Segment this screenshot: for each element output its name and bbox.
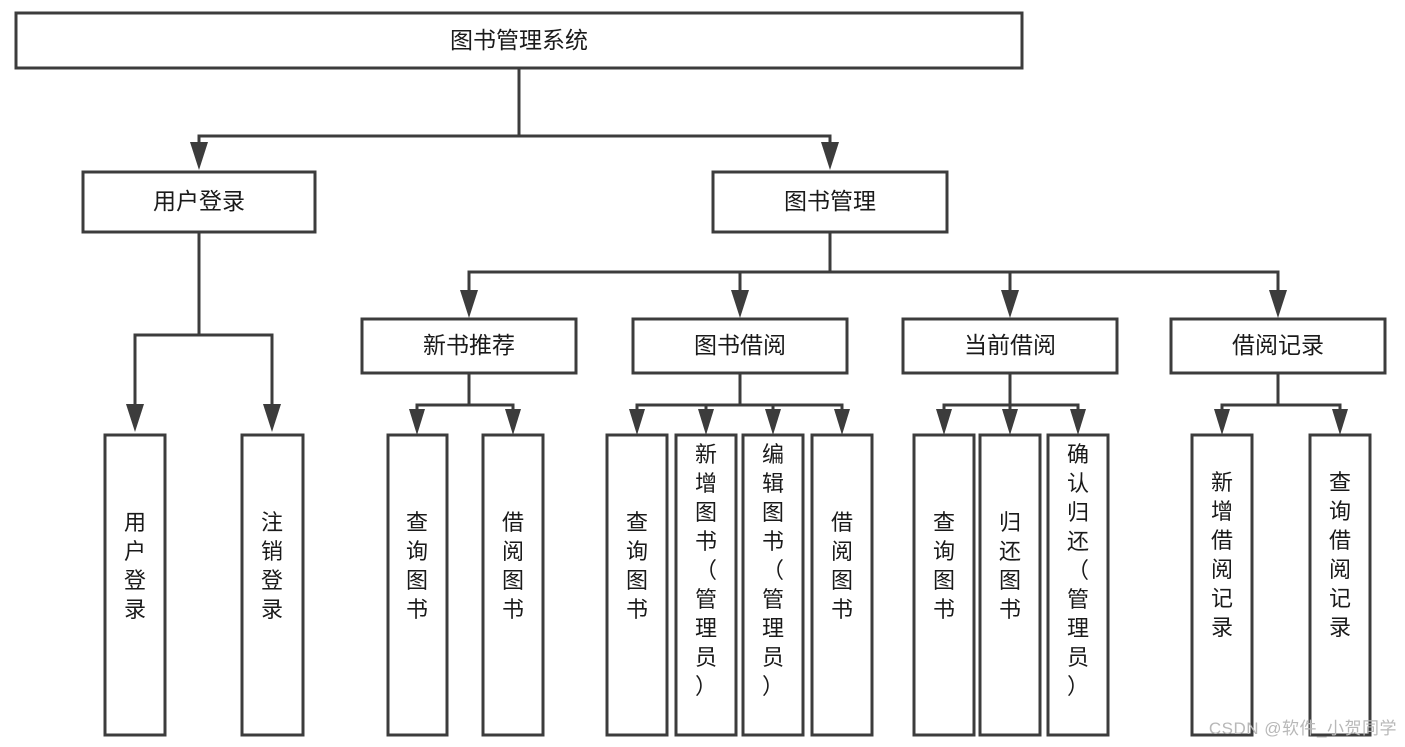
leaf-query-book-2-label: 查询图书 (626, 510, 648, 622)
arrow-head-leaf-logout (263, 404, 281, 432)
leaf-user-login-label: 用户登录 (124, 510, 146, 622)
leaf-node-return-book[interactable]: 归还图书 (978, 433, 1042, 737)
arrow-head-leaf-return-book (1002, 409, 1018, 435)
arrow-head-book-manage (821, 142, 839, 170)
leaf-node-borrow-book-1[interactable]: 借阅图书 (481, 433, 545, 737)
leaf-confirm-return-box[interactable] (1046, 433, 1110, 737)
node-user-login[interactable]: 用户登录 (81, 170, 317, 234)
leaf-edit-book-box[interactable] (741, 433, 805, 737)
leaf-query-book-1-label: 查询图书 (406, 510, 428, 622)
leaf-add-book-box[interactable] (674, 433, 738, 737)
node-new-book-rec[interactable]: 新书推荐 (360, 317, 578, 375)
node-book-borrow-label: 图书借阅 (694, 332, 786, 358)
leaf-user-login-box[interactable] (103, 433, 167, 737)
arrow-head-current-borrow (1001, 290, 1019, 318)
node-root[interactable]: 图书管理系统 (14, 11, 1024, 70)
node-book-manage-label: 图书管理 (784, 188, 876, 214)
leaf-query-book-2-box[interactable] (605, 433, 669, 737)
leaf-node-user-login[interactable]: 用户登录 (103, 433, 167, 737)
leaf-node-query-book-3[interactable]: 查询图书 (912, 433, 976, 737)
arrow-head-leaf-edit-book (765, 409, 781, 435)
connector-layer (126, 66, 1348, 435)
arrow-head-leaf-query-book-2 (629, 409, 645, 435)
leaf-query-book-3-box[interactable] (912, 433, 976, 737)
leaf-logout-box[interactable] (240, 433, 305, 737)
arrow-head-leaf-add-record (1214, 409, 1230, 435)
leaf-node-confirm-return[interactable]: 确认归还（管理员） (1046, 433, 1110, 737)
arrow-head-leaf-query-book-3 (936, 409, 952, 435)
node-borrow-record-label: 借阅记录 (1232, 332, 1324, 358)
leaf-add-book-label: 新增图书（管理员） (695, 442, 717, 699)
arrow-head-leaf-query-record (1332, 409, 1348, 435)
node-new-book-rec-label: 新书推荐 (423, 332, 515, 358)
leaf-borrow-book-2-label: 借阅图书 (831, 510, 853, 622)
arrow-head-leaf-borrow-book-2 (834, 409, 850, 435)
node-borrow-record[interactable]: 借阅记录 (1169, 317, 1387, 375)
arrow-head-leaf-user-login (126, 404, 144, 432)
node-user-login-box[interactable] (81, 170, 317, 234)
leaf-node-add-record[interactable]: 新增借阅记录 (1190, 433, 1254, 737)
leaf-add-record-box[interactable] (1190, 433, 1254, 737)
node-book-manage-box[interactable] (711, 170, 949, 234)
leaf-confirm-return-label: 确认归还（管理员） (1067, 442, 1089, 699)
leaf-borrow-book-2-box[interactable] (810, 433, 874, 737)
leaf-node-logout[interactable]: 注销登录 (240, 433, 305, 737)
arrow-head-book-borrow (731, 290, 749, 318)
arrow-head-borrow-record (1269, 290, 1287, 318)
node-borrow-record-box[interactable] (1169, 317, 1387, 375)
leaf-node-borrow-book-2[interactable]: 借阅图书 (810, 433, 874, 737)
node-root-label: 图书管理系统 (450, 27, 588, 53)
leaf-query-book-3-label: 查询图书 (933, 510, 955, 622)
leaf-query-record-box[interactable] (1308, 433, 1372, 737)
node-user-login-label: 用户登录 (153, 188, 245, 214)
node-book-manage[interactable]: 图书管理 (711, 170, 949, 234)
arrow-head-leaf-add-book (698, 409, 714, 435)
arrow-head-user-login (190, 142, 208, 170)
arrow-head-leaf-borrow-book-1 (505, 409, 521, 435)
node-current-borrow-box[interactable] (901, 317, 1119, 375)
arrow-head-leaf-query-book-1 (409, 409, 425, 435)
leaf-node-add-book[interactable]: 新增图书（管理员） (674, 433, 738, 737)
leaf-borrow-book-1-label: 借阅图书 (502, 510, 524, 622)
leaf-return-book-box[interactable] (978, 433, 1042, 737)
leaf-return-book-label: 归还图书 (999, 510, 1021, 622)
leaf-query-book-1-box[interactable] (386, 433, 449, 737)
leaf-add-record-label: 新增借阅记录 (1211, 470, 1233, 640)
arrow-head-leaf-confirm-return (1070, 409, 1086, 435)
node-book-borrow[interactable]: 图书借阅 (631, 317, 849, 375)
arrow-head-new-book-rec (460, 290, 478, 318)
node-new-book-rec-box[interactable] (360, 317, 578, 375)
node-current-borrow[interactable]: 当前借阅 (901, 317, 1119, 375)
node-current-borrow-label: 当前借阅 (964, 332, 1056, 358)
leaf-node-edit-book[interactable]: 编辑图书（管理员） (741, 433, 805, 737)
leaf-query-record-label: 查询借阅记录 (1329, 470, 1351, 640)
leaf-edit-book-label: 编辑图书（管理员） (762, 442, 784, 699)
node-book-borrow-box[interactable] (631, 317, 849, 375)
node-root-box[interactable] (14, 11, 1024, 70)
leaf-logout-label: 注销登录 (261, 510, 283, 622)
leaf-node-query-record[interactable]: 查询借阅记录 (1308, 433, 1372, 737)
leaf-node-query-book-1[interactable]: 查询图书 (386, 433, 449, 737)
leaf-borrow-book-1-box[interactable] (481, 433, 545, 737)
watermark: CSDN @软件_小贺同学 (1208, 719, 1397, 738)
leaf-node-query-book-2[interactable]: 查询图书 (605, 433, 669, 737)
